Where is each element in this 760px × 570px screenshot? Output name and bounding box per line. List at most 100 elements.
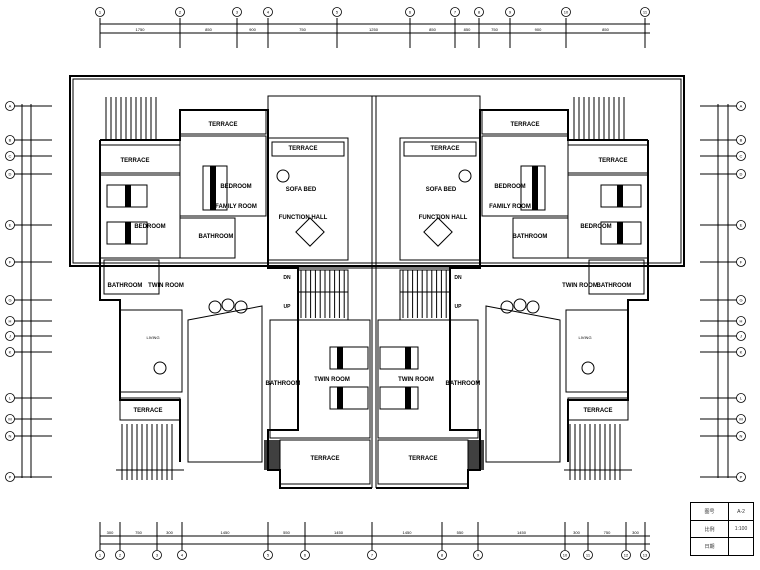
grid-bubble: 3 <box>152 550 162 560</box>
grid-bubble: 11 <box>640 7 650 17</box>
grid-bubble: 5 <box>332 7 342 17</box>
grid-bubble: L <box>736 393 746 403</box>
room-label: FAMILY ROOM <box>489 204 531 210</box>
room-label: TERRACE <box>288 146 317 152</box>
grid-bubble: 4 <box>263 7 273 17</box>
grid-label: E <box>740 223 743 228</box>
left-dimension-string <box>21 104 32 478</box>
dimension-label: 750 <box>299 27 306 32</box>
grid-label: A <box>740 104 743 109</box>
grid-label: 5 <box>267 553 270 558</box>
grid-label: L <box>740 396 743 401</box>
grid-label: G <box>739 298 742 303</box>
room-label: SOFA BED <box>286 187 317 193</box>
grid-label: 1 <box>99 553 102 558</box>
grid-bubble: 8 <box>437 550 447 560</box>
grid-bubble: F <box>5 257 15 267</box>
grid-label: K <box>740 350 743 355</box>
dimension-label: 850 <box>602 27 609 32</box>
grid-bubble: 4 <box>177 550 187 560</box>
outer-frame <box>69 75 685 267</box>
grid-label: L <box>9 396 12 401</box>
room-label: TWIN ROOM <box>562 283 598 289</box>
dimension-label: 1450 <box>517 530 527 535</box>
room-label: TERRACE <box>133 408 162 414</box>
grid-bubble: A <box>736 101 746 111</box>
grid-bubble: 10 <box>561 7 571 17</box>
grid-bubble: C <box>736 151 746 161</box>
grid-bubble: 3 <box>232 7 242 17</box>
grid-bubble: 6 <box>405 7 415 17</box>
stair-well <box>297 269 349 321</box>
title-value: 1:100 <box>729 521 753 538</box>
grid-bubble: J <box>736 331 746 341</box>
stair-down-label: DN <box>454 275 462 281</box>
grid-bubble: D <box>5 169 15 179</box>
grid-bubble: A <box>5 101 15 111</box>
title-key: 图号 <box>691 503 729 521</box>
grid-bubble: N <box>5 431 15 441</box>
grid-bubble: 2 <box>175 7 185 17</box>
grid-bubble: E <box>736 220 746 230</box>
room-label: BEDROOM <box>220 184 251 190</box>
title-value <box>729 538 753 555</box>
room-label: FAMILY ROOM <box>215 204 257 210</box>
room-label: BATHROOM <box>446 381 481 387</box>
room-label: BATHROOM <box>199 234 234 240</box>
grid-bubble: K <box>5 347 15 357</box>
stair-well <box>399 269 451 321</box>
grid-label: D <box>9 172 12 177</box>
grid-label: 1 <box>99 10 102 15</box>
dimension-label: 750 <box>135 530 142 535</box>
grid-label: 3 <box>236 10 239 15</box>
grid-label: P <box>740 475 743 480</box>
grid-label: 10 <box>564 10 569 15</box>
grid-bubble: H <box>5 316 15 326</box>
dimension-label: 550 <box>283 530 290 535</box>
grid-bubble: M <box>736 414 746 424</box>
outer-frame-inner <box>72 78 682 264</box>
room-label: TWIN ROOM <box>314 377 350 383</box>
grid-label: 12 <box>624 553 629 558</box>
dimension-label: 300 <box>573 530 580 535</box>
grid-label: 13 <box>643 553 648 558</box>
grid-bubble: 12 <box>621 550 631 560</box>
dimension-label: 1450 <box>403 530 413 535</box>
grid-bubble: 6 <box>300 550 310 560</box>
room-label: BEDROOM <box>580 224 611 230</box>
dimension-label: 900 <box>249 27 256 32</box>
room-label: FUNCTION HALL <box>419 215 468 221</box>
grid-label: 3 <box>156 553 159 558</box>
grid-label: M <box>8 417 11 422</box>
stair-down-label: DN <box>283 275 291 281</box>
grid-bubble: G <box>5 295 15 305</box>
grid-label: 7 <box>371 553 374 558</box>
room-label: BATHROOM <box>108 283 143 289</box>
room-label: LIVING <box>146 335 159 340</box>
dimension-label: 1450 <box>221 530 231 535</box>
grid-label: 5 <box>336 10 339 15</box>
grid-label: 9 <box>477 553 480 558</box>
grid-bubble: 5 <box>263 550 273 560</box>
room-label: BATHROOM <box>513 234 548 240</box>
dimension-label: 1450 <box>334 530 344 535</box>
title-block: 图号 A-2 比例 1:100 日期 <box>690 502 754 556</box>
title-key: 比例 <box>691 521 729 538</box>
grid-label: F <box>740 260 743 265</box>
grid-bubble: N <box>736 431 746 441</box>
dimension-label: 300 <box>632 530 639 535</box>
grid-label: 9 <box>509 10 512 15</box>
room-label: BATHROOM <box>597 283 632 289</box>
dimension-label: 750 <box>604 530 611 535</box>
grid-bubble: B <box>736 135 746 145</box>
grid-bubble: 9 <box>505 7 515 17</box>
furniture <box>106 165 642 410</box>
grid-label: 10 <box>563 553 568 558</box>
room-label: TERRACE <box>408 456 437 462</box>
grid-bubble: 10 <box>560 550 570 560</box>
dimension-label: 300 <box>166 530 173 535</box>
grid-label: 8 <box>478 10 481 15</box>
grid-bubble: 9 <box>473 550 483 560</box>
